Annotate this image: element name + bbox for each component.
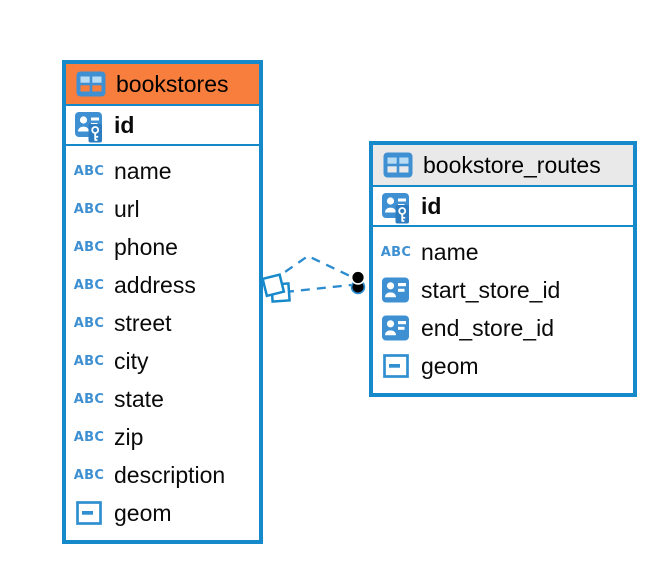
column-row-description[interactable]: ABC description (66, 456, 259, 494)
table-header[interactable]: bookstore_routes (373, 145, 633, 187)
primary-key-icon (72, 108, 106, 143)
relationship-line[interactable] (271, 254, 353, 282)
text-icon: ABC (73, 429, 105, 445)
key-columns-section: id (373, 187, 633, 227)
text-icon: ABC (73, 467, 105, 483)
column-row-city[interactable]: ABC city (66, 342, 259, 380)
text-icon: ABC (73, 239, 105, 255)
column-label: name (114, 157, 172, 184)
table-title: bookstore_routes (423, 151, 601, 178)
primary-key-icon (379, 189, 413, 224)
column-row-address[interactable]: ABC address (66, 266, 259, 304)
entity-table-bookstore-routes[interactable]: bookstore_routes id ABC name start_store_… (369, 141, 637, 397)
column-row-start_store_id[interactable]: start_store_id (373, 271, 633, 309)
foreign-key-icon (379, 315, 413, 341)
geometry-icon (72, 501, 106, 525)
table-icon (74, 71, 108, 97)
column-label: start_store_id (421, 276, 561, 303)
column-label: geom (421, 352, 479, 379)
column-label: name (421, 238, 479, 265)
column-row-street[interactable]: ABC street (66, 304, 259, 342)
column-row-name[interactable]: ABC name (373, 233, 633, 271)
text-icon: ABC (73, 391, 105, 407)
column-row-end_store_id[interactable]: end_store_id (373, 309, 633, 347)
column-label: id (421, 192, 442, 219)
column-label: phone (114, 233, 178, 260)
column-label: id (114, 111, 135, 138)
column-row-geom[interactable]: geom (66, 494, 259, 532)
column-label: address (114, 271, 196, 298)
text-icon: ABC (73, 163, 105, 179)
column-label: url (114, 195, 140, 222)
text-icon: ABC (73, 277, 105, 293)
column-row-name[interactable]: ABC name (66, 152, 259, 190)
relationship-line[interactable] (284, 283, 352, 294)
columns-section: ABC name start_store_id end_store_id geom (373, 227, 633, 393)
column-row-url[interactable]: ABC url (66, 190, 259, 228)
relationship-diamond-marker[interactable] (261, 273, 291, 303)
relationship-endpoint-dot[interactable] (350, 270, 366, 295)
text-icon: ABC (380, 244, 412, 260)
table-header[interactable]: bookstores (66, 64, 259, 106)
column-row-id[interactable]: id (66, 106, 259, 144)
column-label: geom (114, 499, 172, 526)
geometry-icon (379, 354, 413, 378)
text-icon: ABC (73, 201, 105, 217)
table-title: bookstores (116, 70, 229, 97)
column-label: street (114, 309, 172, 336)
foreign-key-icon (379, 277, 413, 303)
column-label: end_store_id (421, 314, 554, 341)
column-label: state (114, 385, 164, 412)
key-columns-section: id (66, 106, 259, 146)
table-icon (381, 152, 415, 178)
text-icon: ABC (73, 353, 105, 369)
column-row-zip[interactable]: ABC zip (66, 418, 259, 456)
column-label: description (114, 461, 226, 488)
text-icon: ABC (73, 315, 105, 331)
column-row-state[interactable]: ABC state (66, 380, 259, 418)
column-row-geom[interactable]: geom (373, 347, 633, 385)
column-label: city (114, 347, 149, 374)
column-row-id[interactable]: id (373, 187, 633, 225)
column-row-phone[interactable]: ABC phone (66, 228, 259, 266)
column-label: zip (114, 423, 144, 450)
